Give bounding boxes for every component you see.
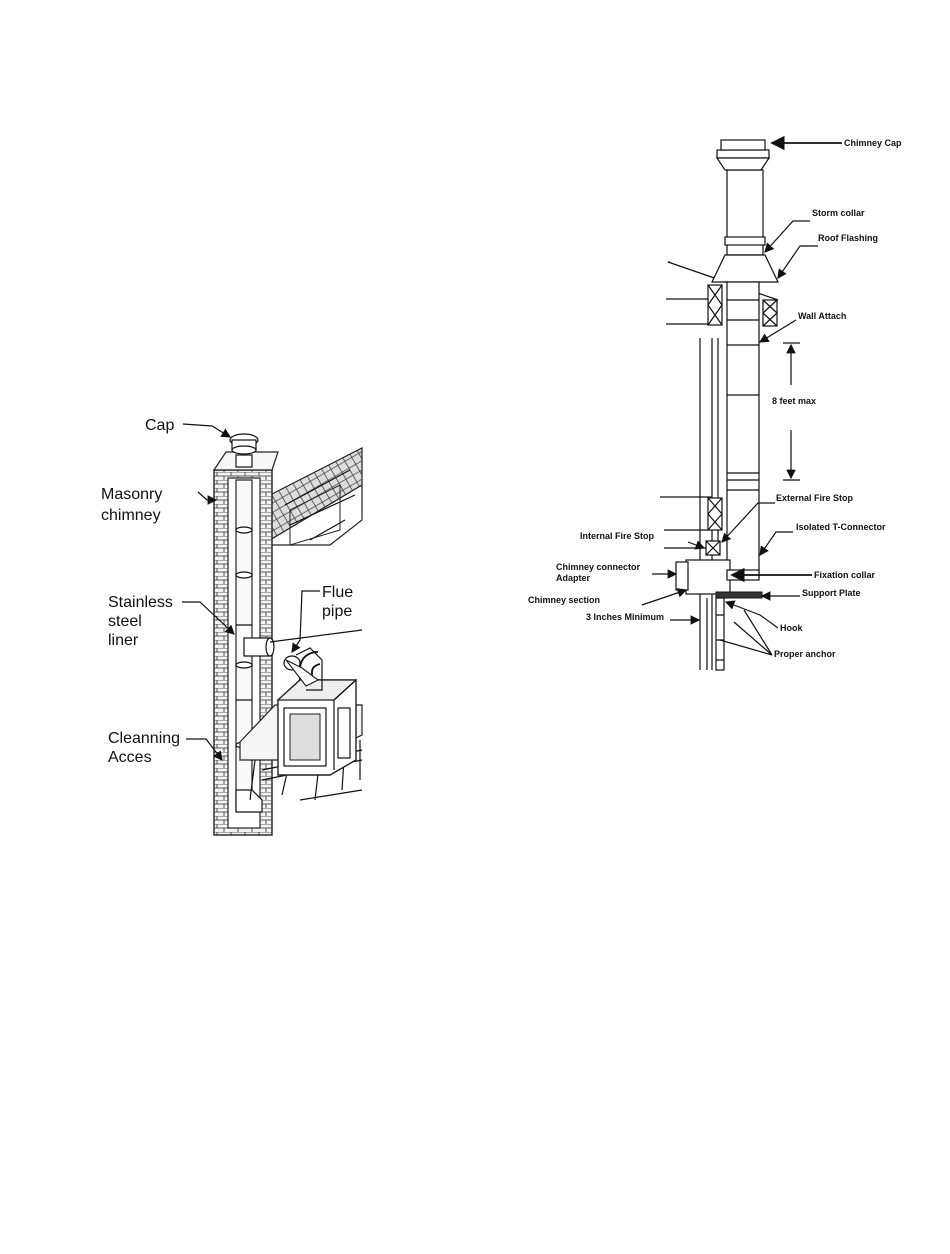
label-roof-flashing: Roof Flashing: [818, 233, 878, 243]
label-masonry-1: Masonry: [101, 486, 162, 503]
label-adapter-2: Adapter: [556, 573, 591, 583]
label-proper-anchor: Proper anchor: [774, 649, 836, 659]
label-adapter-1: Chimney connector: [556, 562, 641, 572]
label-flue-2: pipe: [322, 603, 352, 620]
label-8-feet-max: 8 feet max: [772, 396, 816, 406]
roof-section: [270, 448, 362, 545]
leader-storm-collar: [765, 221, 810, 252]
label-external-fire-stop: External Fire Stop: [776, 493, 854, 503]
leader-isolated-t: [760, 532, 793, 555]
leader-chimney-section: [642, 590, 686, 605]
flue-leader: [292, 591, 320, 652]
label-cap: Cap: [145, 417, 174, 434]
leader-roof-flashing: [778, 246, 818, 278]
label-wall-attach: Wall Attach: [798, 311, 846, 321]
masonry-chimney-diagram: Cap Masonry chimney Stainless steel line…: [101, 417, 362, 835]
label-fixation-collar: Fixation collar: [814, 570, 876, 580]
label-flue-1: Flue: [322, 584, 353, 601]
label-stainless-3: liner: [108, 632, 139, 649]
label-isolated-t-connector: Isolated T-Connector: [796, 522, 886, 532]
label-masonry-2: chimney: [101, 507, 161, 524]
label-support-plate: Support Plate: [802, 588, 861, 598]
cap-leader: [183, 424, 230, 437]
label-cleaning-1: Cleanning: [108, 730, 180, 747]
exterior-chimney-diagram: Chimney Cap Storm collar Roof Flashing W…: [528, 138, 902, 670]
label-cleaning-2: Acces: [108, 749, 152, 766]
label-chimney-section: Chimney section: [528, 595, 600, 605]
leader-internal-fire-stop: [688, 542, 704, 548]
leader-proper-anchor: [720, 610, 772, 655]
label-stainless-1: Stainless: [108, 594, 173, 611]
label-chimney-cap: Chimney Cap: [844, 138, 902, 148]
label-3-inches-minimum: 3 Inches Minimum: [586, 612, 664, 622]
leader-hook: [726, 602, 778, 628]
label-storm-collar: Storm collar: [812, 208, 865, 218]
label-stainless-2: steel: [108, 613, 142, 630]
dimension-8ft: [783, 343, 800, 480]
label-hook: Hook: [780, 623, 803, 633]
label-internal-fire-stop: Internal Fire Stop: [580, 531, 655, 541]
exterior-chimney-pipe: [676, 140, 778, 670]
